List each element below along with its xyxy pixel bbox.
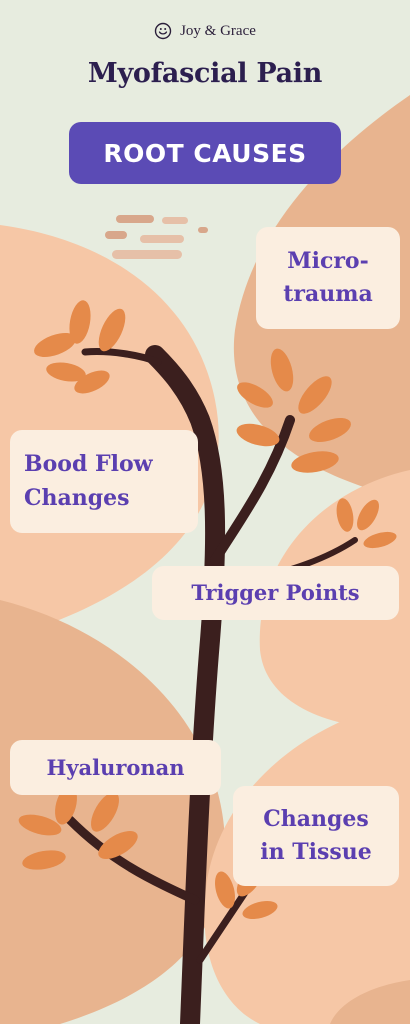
cause-text: Bood Flow Changes bbox=[24, 451, 153, 511]
cause-text: Micro- trauma bbox=[283, 247, 373, 307]
cause-text: Changes in Tissue bbox=[260, 805, 372, 865]
cause-text: Hyaluronan bbox=[46, 754, 185, 780]
cause-label-microtrauma: Micro- trauma bbox=[256, 227, 400, 329]
leaves bbox=[18, 300, 397, 920]
cloud-dashes bbox=[105, 215, 208, 259]
subtitle-text: ROOT CAUSES bbox=[103, 138, 307, 168]
brand-header: Joy & Grace bbox=[0, 22, 410, 40]
cause-label-blood-flow: Bood Flow Changes bbox=[10, 430, 198, 533]
page-title: Myofascial Pain bbox=[87, 58, 323, 89]
bg-shape-corner bbox=[330, 980, 410, 1024]
cause-text: Trigger Points bbox=[191, 580, 360, 606]
cause-label-tissue-changes: Changes in Tissue bbox=[233, 786, 399, 886]
subtitle-badge: ROOT CAUSES bbox=[69, 122, 341, 184]
cause-label-hyaluronan: Hyaluronan bbox=[10, 740, 221, 795]
joy-grace-logo-icon bbox=[154, 22, 172, 40]
cause-label-trigger-points: Trigger Points bbox=[152, 566, 399, 620]
brand-name: Joy & Grace bbox=[180, 22, 256, 39]
